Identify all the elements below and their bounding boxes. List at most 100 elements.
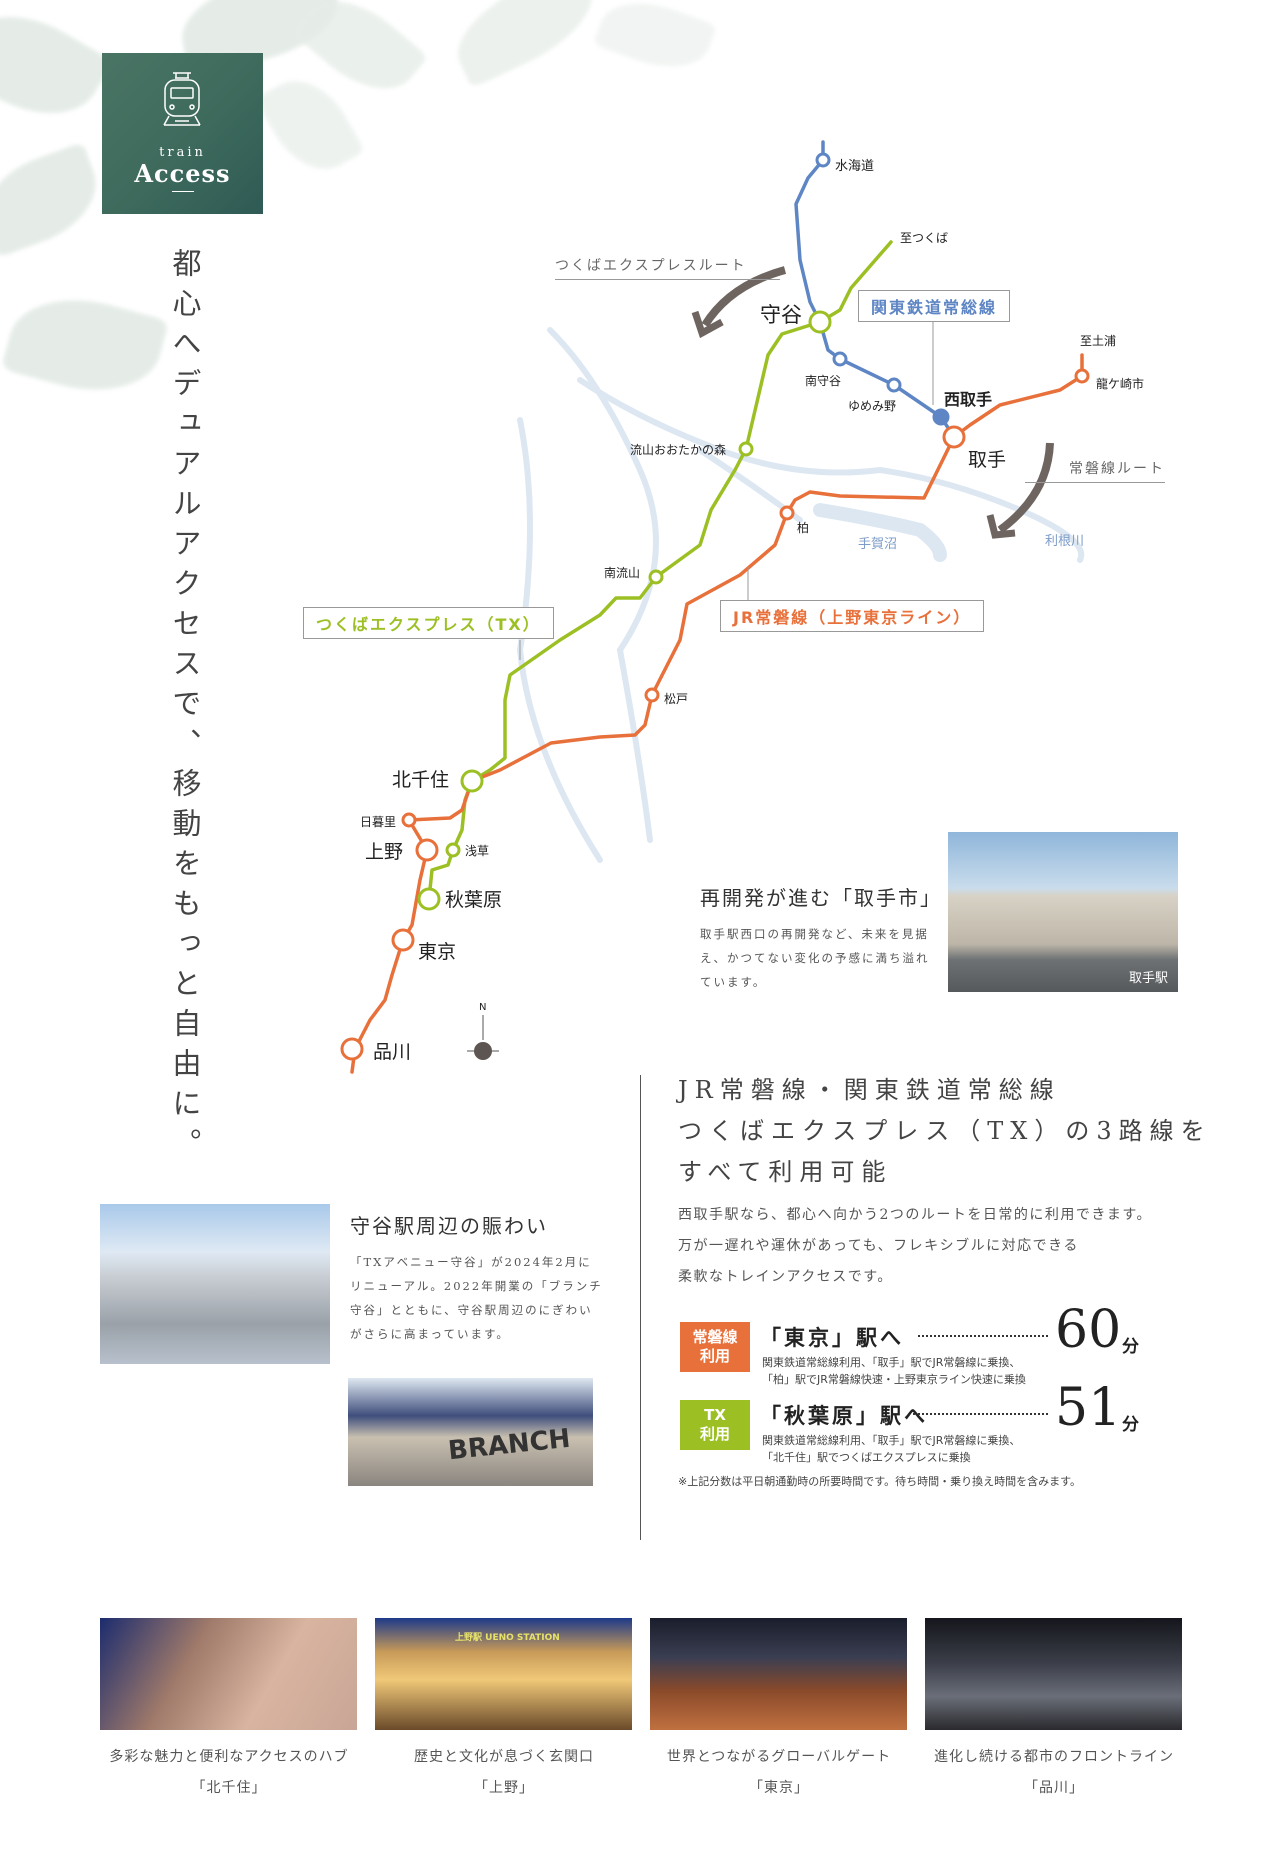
moriya-station-photo (100, 1204, 330, 1364)
station-asakusa-label: 浅草 (465, 844, 489, 858)
station-mitsukaido-label: 水海道 (835, 159, 874, 174)
main-heading: JR常磐線・関東鉄道常総線 つくばエクスプレス（TX）の3路線を すべて利用可能 (678, 1070, 1212, 1193)
tx-route-label: つくばエクスプレスルート (555, 255, 780, 280)
dotted-leader (918, 1335, 1048, 1337)
station-nagareyama-otakanomori-label: 流山おおたかの森 (630, 442, 726, 457)
station-nippori-marker (401, 812, 417, 828)
station-minami-moriya-marker (832, 351, 848, 367)
body-line: 西取手駅なら、都心へ向かう2つのルートを日常的に利用できます。 (678, 1207, 1153, 1223)
joban-badge: 常磐線 利用 (680, 1322, 750, 1372)
dest-akihabara: 「秋葉原」駅へ (760, 1404, 928, 1428)
station-ueno-label: 上野 (365, 841, 403, 863)
compass-icon (474, 1042, 492, 1060)
station-asakusa-marker (445, 842, 461, 858)
river (547, 327, 659, 843)
vertical-tagline: 都心へデュアルアクセスで、移動をもっと自由に。 (168, 248, 202, 1168)
route-arrows (691, 266, 1054, 539)
station-tokyo-marker (391, 928, 415, 952)
station-akihabara-label: 秋葉原 (445, 889, 502, 911)
footnote: ※上記分数は平日朝通勤時の所要時間です。待ち時間・乗り換え時間を含みます。 (678, 1475, 1082, 1488)
gallery-station-name: 「北千住」 (191, 1780, 267, 1796)
ueno-station-sign: 上野駅 UENO STATION (455, 1633, 560, 1643)
station-kashiwa-label: 柏 (797, 520, 809, 535)
station-to-tsuchiura-label: 至土浦 (1080, 334, 1116, 348)
tx-line-label: つくばエクスプレス（TX） (303, 607, 554, 639)
station-moriya-marker (808, 310, 832, 334)
moriya-body: 「TXアベニュー守谷」が2024年2月にリニューアル。2022年開業の「ブランチ… (350, 1255, 603, 1341)
tokyo-photo (650, 1618, 907, 1730)
section-divider (640, 1075, 641, 1540)
logo-title: Access (134, 159, 231, 188)
station-markers (340, 152, 1090, 1061)
station-ueno-marker (415, 838, 439, 862)
station-nagareyama-otakanomori-marker (738, 441, 754, 457)
heading-line: すべて利用可能 (678, 1158, 893, 1186)
minutes-unit: 分 (1122, 1415, 1139, 1435)
compass: N (467, 1002, 499, 1060)
moriya-title: 守谷駅周辺の賑わい (350, 1214, 548, 1238)
main-body: 西取手駅なら、都心へ向かう2つのルートを日常的に利用できます。 万が一遅れや運休… (678, 1200, 1152, 1293)
tx-route-arrowhead (691, 310, 724, 339)
joban-route-label: 常磐線ルート (1025, 458, 1165, 483)
rivers (516, 327, 1085, 863)
kita-senju-photo (100, 1618, 357, 1730)
station-minami-nagareyama-label: 南流山 (604, 565, 640, 580)
station-toride-label: 取手 (968, 449, 1006, 471)
river (577, 377, 1085, 563)
heading-line: つくばエクスプレス（TX）の3路線を (678, 1117, 1212, 1145)
shinagawa-photo (925, 1618, 1182, 1730)
station-tokyo-label: 東京 (418, 941, 456, 963)
toride-city-body: 取手駅西口の再開発など、未来を見据え、かつてない変化の予感に満ち溢れています。 (700, 927, 930, 989)
body-line: 万が一遅れや運休があっても、フレキシブルに対応できる (678, 1238, 1079, 1254)
teganuma-pond (813, 503, 947, 562)
ueno-photo: 上野駅 UENO STATION (375, 1618, 632, 1730)
branch-moriya-photo: BRANCH (348, 1378, 593, 1486)
station-kita-senju-marker (460, 769, 484, 793)
note-line: 関東鉄道常総線利用、「取手」駅でJR常磐線に乗換、 (762, 1434, 1021, 1447)
logo-small-text: train (159, 145, 206, 160)
body-line: 柔軟なトレインアクセスです。 (678, 1269, 893, 1285)
station-minami-moriya-label: 南守谷 (805, 373, 841, 388)
station-nippori-label: 日暮里 (360, 815, 396, 829)
joban-route-arrow (997, 442, 1054, 534)
toride-photo-caption: 取手駅 (1128, 971, 1168, 986)
gallery-caption: 世界とつながるグローバルゲート (666, 1749, 892, 1765)
station-matsudo-marker (644, 687, 660, 703)
station-to-tsukuba-label: 至つくば (900, 231, 948, 245)
compass-north-label: N (479, 1002, 486, 1013)
station-yumemino-label: ゆめみ野 (848, 399, 896, 413)
route-note: 関東鉄道常総線利用、「取手」駅でJR常磐線に乗換、 「柏」駅でJR常磐線快速・上… (762, 1354, 1026, 1388)
train-icon (163, 72, 201, 126)
minutes-tokyo: 60 (1055, 1300, 1122, 1360)
gallery-station-name: 「品川」 (1024, 1780, 1084, 1796)
station-ryugasaki-marker (1074, 368, 1090, 384)
dotted-leader (913, 1413, 1048, 1415)
gallery-caption: 進化し続ける都市のフロントライン (934, 1749, 1174, 1765)
dest-tokyo: 「東京」駅へ (760, 1326, 904, 1350)
station-toride-marker (942, 425, 966, 449)
station-minami-nagareyama-marker (648, 569, 664, 585)
station-akihabara-marker (417, 887, 441, 911)
tx-line (427, 240, 893, 901)
toride-station-photo: 取手駅 (948, 832, 1178, 992)
tx-route-arrow (701, 266, 787, 328)
minutes-unit: 分 (1122, 1337, 1139, 1357)
gallery-caption: 歴史と文化が息づく玄関口 (414, 1749, 594, 1765)
station-nishi-toride-label: 西取手 (944, 390, 992, 409)
station-mitsukaido-marker (815, 152, 831, 168)
station-kashiwa-marker (779, 505, 795, 521)
note-line: 「北千住」駅でつくばエクスプレスに乗換 (762, 1451, 971, 1464)
route-note: 関東鉄道常総線利用、「取手」駅でJR常磐線に乗換、 「北千住」駅でつくばエクスプ… (762, 1432, 1020, 1466)
place-tonegawa-label: 利根川 (1045, 534, 1084, 549)
station-shinagawa-label: 品川 (373, 1041, 411, 1063)
station-matsudo-label: 松戸 (664, 692, 688, 706)
note-line: 「柏」駅でJR常磐線快速・上野東京ライン快速に乗換 (762, 1373, 1026, 1386)
station-ryugasaki-label: 龍ケ崎市 (1096, 376, 1144, 391)
logo-underline (172, 191, 194, 192)
station-moriya-label: 守谷 (760, 303, 802, 327)
note-line: 関東鉄道常総線利用、「取手」駅でJR常磐線に乗換、 (762, 1356, 1021, 1369)
heading-line: JR常磐線・関東鉄道常総線 (678, 1076, 1061, 1104)
train-access-logo: train Access (102, 53, 263, 214)
station-nishi-toride-marker (932, 408, 950, 426)
jr-line-label: JR常磐線（上野東京ライン） (720, 600, 985, 632)
